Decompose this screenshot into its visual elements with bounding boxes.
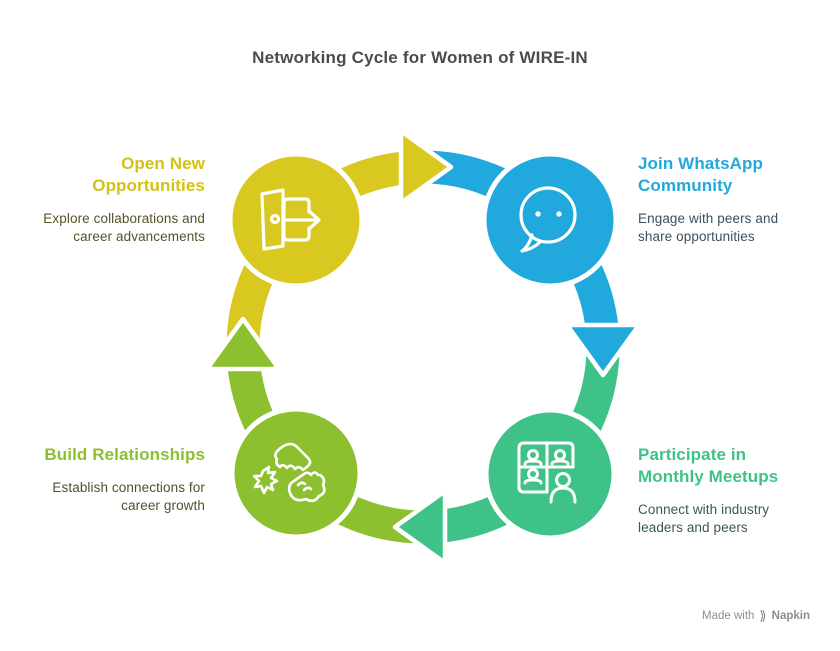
watermark-brand: Napkin [771,609,810,622]
node-label-join-whatsapp-community: Join WhatsApp Community Engage with peer… [638,153,803,246]
node-circles [227,151,619,541]
node-label-open-new-opportunities: Open New Opportunities Explore collabora… [35,153,205,246]
node-circle-participate-monthly-meetups [483,407,617,541]
node-label-build-relationships: Build Relationships Establish connection… [15,444,205,515]
node-description: Engage with peers and share opportunitie… [638,210,779,244]
video-meeting-icon [517,441,577,504]
double-chevron-icon: ⟫ [759,608,767,623]
door-exit-icon [260,188,321,251]
node-title: Participate in Monthly Meetups [638,445,779,486]
node-title: Join WhatsApp Community [638,154,764,195]
chat-bubble-icon [519,186,577,253]
node-circle-build-relationships [229,406,363,540]
node-circle-join-whatsapp-community [481,151,619,289]
node-title: Open New Opportunities [92,154,205,195]
node-title: Build Relationships [44,445,205,464]
ring-arrowheads [204,128,642,566]
node-label-participate-monthly-meetups: Participate in Monthly Meetups Connect w… [638,444,798,537]
arrow-down-icon [564,322,642,378]
arrow-left-icon [392,488,448,566]
node-description: Connect with industry leaders and peers [638,501,770,535]
arrow-top-right-icon [398,128,454,206]
arrow-up-icon [204,316,282,372]
node-description: Establish connections for career growth [52,479,205,513]
watermark: Made with ⟫ Napkin [702,609,810,622]
node-description: Explore collaborations and career advanc… [43,210,205,244]
hands-together-icon [252,442,326,503]
diagram-title: Networking Cycle for Women of WIRE-IN [252,48,588,67]
watermark-prefix: Made with [702,609,755,622]
